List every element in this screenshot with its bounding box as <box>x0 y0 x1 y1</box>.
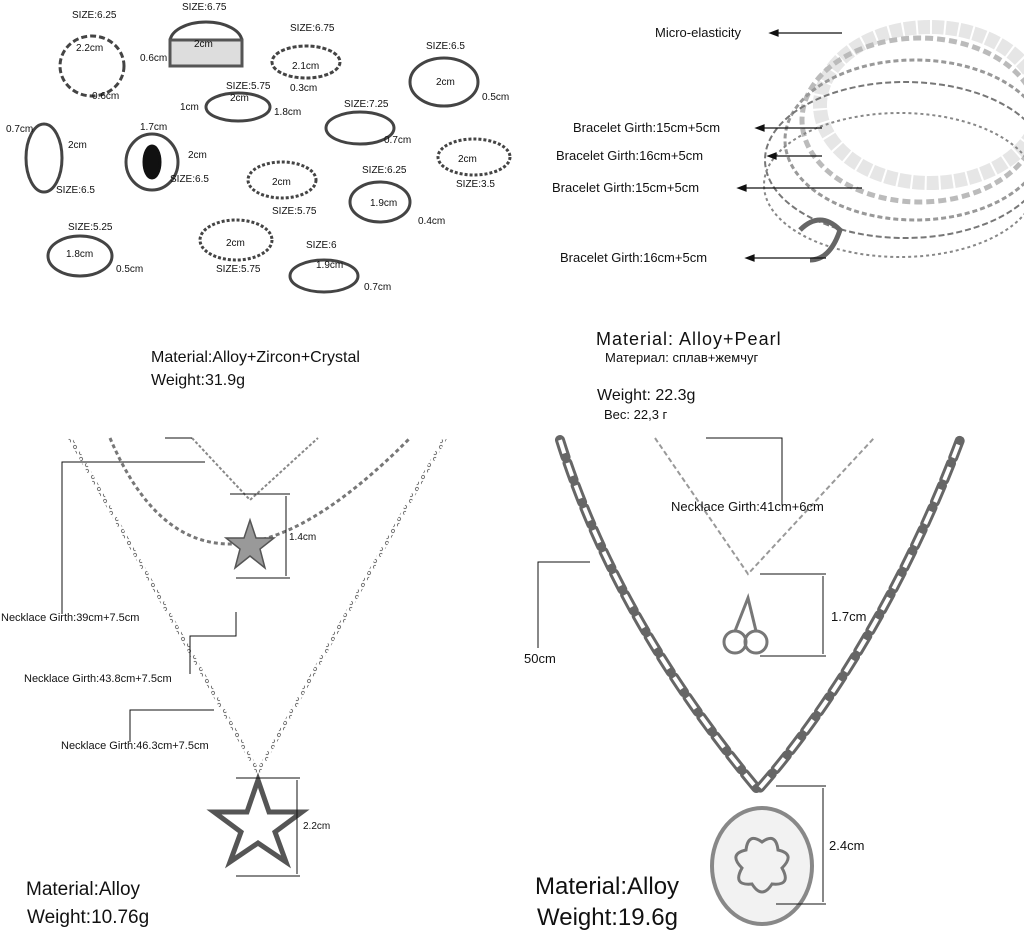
ring-size: SIZE:6.75 <box>182 2 227 13</box>
bracelet-callouts <box>736 29 862 262</box>
ring-6 <box>324 110 396 146</box>
cherry-pendant-left <box>722 629 748 655</box>
ring-8-stone <box>142 144 162 180</box>
ring-dimension: 2cm <box>68 140 87 151</box>
ring-size: SIZE:7.25 <box>344 99 389 110</box>
bracelets-weight: Weight: 22.3g <box>597 387 696 404</box>
ring-size: SIZE:5.75 <box>226 81 271 92</box>
ring-dimension: 0.4cm <box>418 216 446 227</box>
star-necklace-lines <box>61 437 300 877</box>
ring-dimension: 2.1cm <box>292 61 320 72</box>
ring-1 <box>58 34 126 98</box>
ring-dimension: 0.7cm <box>6 124 34 135</box>
ring-size: SIZE:5.75 <box>216 264 261 275</box>
star-necklace-material: Material:Alloy <box>26 879 141 900</box>
ring-dimension: 0.7cm <box>384 135 412 146</box>
necklace-girth-label: Necklace Girth:41cm+6cm <box>671 499 824 514</box>
ring-dimension: 1.9cm <box>316 260 344 271</box>
ring-size: SIZE:6.5 <box>426 41 465 52</box>
rings-material: Material:Alloy+Zircon+Crystal <box>151 349 360 366</box>
ring-dimension: 2cm <box>272 177 291 188</box>
ring-dimension: 0.7cm <box>364 282 392 293</box>
ring-5 <box>204 91 272 123</box>
chain-necklace-illustration <box>555 435 965 926</box>
ring-dimension: 0.6cm <box>140 53 168 64</box>
ring-dimension: 2cm <box>194 39 213 50</box>
chain-necklace-lines <box>537 437 826 905</box>
ring-size: SIZE:6.25 <box>72 10 117 21</box>
ring-dimension: 2.2cm <box>76 43 104 54</box>
necklace-girth-label: Necklace Girth:46.3cm+7.5cm <box>61 740 209 752</box>
ring-dimension: 2cm <box>226 238 245 249</box>
bracelet-girth-callout: Bracelet Girth:15cm+5cm <box>573 120 721 135</box>
chain-necklace-weight: Weight:19.6g <box>537 904 678 931</box>
pendant-size-label: 1.7cm <box>831 609 867 624</box>
ring-3 <box>270 44 342 80</box>
chain-necklace-material: Material:Alloy <box>535 873 680 900</box>
flower-coin-pendant <box>710 806 814 926</box>
rings-weight: Weight:31.9g <box>151 372 245 389</box>
ring-2-band <box>168 38 244 68</box>
cherry-pendant-right <box>743 629 769 655</box>
bracelets-material-ru: Материал: сплав+жемчуг <box>605 350 759 365</box>
star-necklace-illustration <box>68 436 447 869</box>
ring-size: SIZE:6 <box>306 240 337 251</box>
ring-size: SIZE:5.75 <box>272 206 317 217</box>
ring-8 <box>124 132 180 192</box>
ring-dimension: 1.7cm <box>140 122 168 133</box>
ring-dimension: 1.8cm <box>274 107 302 118</box>
bracelet-girth-callout: Bracelet Girth:16cm+5cm <box>560 250 708 265</box>
ring-dimension: 0.5cm <box>482 92 510 103</box>
necklace-length-label: 50cm <box>524 651 556 666</box>
bracelet-girth-callout: Bracelet Girth:16cm+5cm <box>556 148 704 163</box>
star-necklace-weight: Weight:10.76g <box>27 907 150 928</box>
micro-elasticity-callout: Micro-elasticity <box>655 25 741 40</box>
ring-dimension: 2cm <box>188 150 207 161</box>
ring-dimension: 1cm <box>180 102 199 113</box>
ring-dimension: 2cm <box>436 77 455 88</box>
necklace-girth-label: Necklace Girth:39cm+7.5cm <box>1 612 140 624</box>
ring-13 <box>198 218 274 262</box>
ring-4 <box>408 56 480 108</box>
ring-dimension: 2cm <box>230 93 249 104</box>
ring-dimension: 0.5cm <box>116 264 144 275</box>
bracelets-material: Material: Alloy+Pearl <box>596 329 782 349</box>
ring-dimension: 1.8cm <box>66 249 94 260</box>
ring-12 <box>46 234 114 278</box>
pendant-size-label: 1.4cm <box>289 532 317 543</box>
ring-dimension: 0.6cm <box>92 91 120 102</box>
ring-size: SIZE:6.5 <box>56 185 95 196</box>
pendant-size-label: 2.4cm <box>829 838 865 853</box>
small-star-pendant <box>223 517 277 571</box>
ring-10 <box>436 137 512 177</box>
bracelets-weight-ru: Вес: 22,3 г <box>604 407 668 422</box>
ring-7 <box>24 122 64 194</box>
ring-size: SIZE:6.25 <box>362 165 407 176</box>
ring-size: SIZE:5.25 <box>68 222 113 233</box>
necklace-girth-label: Necklace Girth:43.8cm+7.5cm <box>24 673 172 685</box>
bracelets-illustration <box>763 20 1024 263</box>
large-star-pendant <box>206 772 310 869</box>
ring-size: SIZE:6.75 <box>290 23 335 34</box>
ring-14 <box>288 258 360 294</box>
ring-9 <box>246 160 318 200</box>
pendant-size-label: 2.2cm <box>303 821 331 832</box>
ring-dimension: 0.3cm <box>290 83 318 94</box>
ring-size: SIZE:6.5 <box>170 174 209 185</box>
rings-illustration <box>24 20 512 294</box>
bracelet-girth-callout: Bracelet Girth:15cm+5cm <box>552 180 700 195</box>
ring-dimension: 2cm <box>458 154 477 165</box>
ring-dimension: 1.9cm <box>370 198 398 209</box>
ring-11 <box>348 180 412 224</box>
ring-size: SIZE:3.5 <box>456 179 495 190</box>
